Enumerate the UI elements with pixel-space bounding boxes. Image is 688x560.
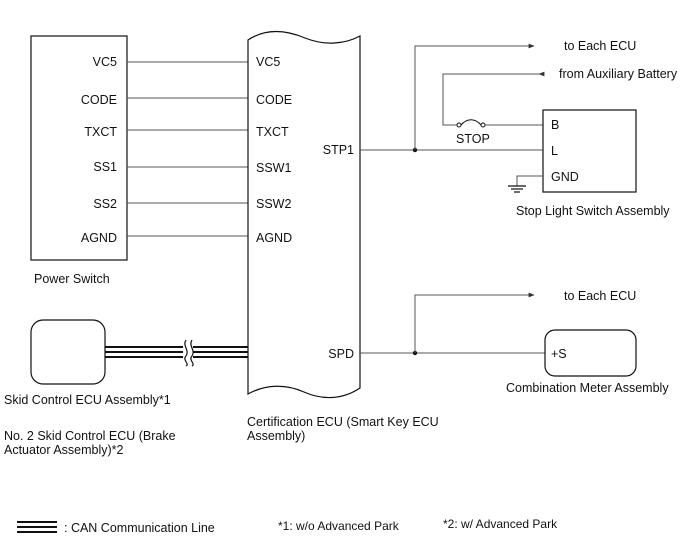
- cert-ecu-pin-spd: SPD: [328, 347, 354, 361]
- cert-ecu-title: Certification ECU (Smart Key ECU Assembl…: [247, 415, 442, 443]
- stop-light-switch-title: Stop Light Switch Assembly: [516, 204, 670, 218]
- wire-spd-to-ecu: [414, 292, 535, 353]
- cert-ecu-pin-stp1: STP1: [323, 143, 354, 157]
- combination-meter-pin-s: +S: [551, 347, 567, 361]
- note-2: *2: w/ Advanced Park: [443, 517, 558, 531]
- power-switch-pin-vc5: VC5: [93, 55, 117, 69]
- cert-ecu-title-text: Certification ECU (Smart Key ECU: [247, 415, 439, 429]
- stp1-to-each-ecu: to Each ECU: [564, 39, 636, 53]
- ground-icon: [508, 185, 526, 193]
- fuse-terminal-left: [456, 122, 462, 128]
- cert-ecu-pin-code: CODE: [256, 93, 292, 107]
- skid-control-title-1: Skid Control ECU Assembly*1: [4, 393, 171, 407]
- wire-gnd: [516, 175, 543, 186]
- fuse-terminal-right: [480, 122, 486, 128]
- skid-control-title-2-line1: No. 2 Skid Control ECU (Brake: [4, 429, 176, 443]
- cert-ecu-pin-agnd: AGND: [256, 231, 292, 245]
- wire-stp1-to-ecu: [414, 43, 535, 150]
- skid-control-title-2-line2: Actuator Assembly)*2: [4, 443, 124, 457]
- fuse-label-stop: STOP: [456, 132, 490, 146]
- from-aux-battery-label: from Auxiliary Battery: [559, 67, 678, 81]
- cert-ecu-pin-txct: TXCT: [256, 125, 289, 139]
- power-switch-pin-code: CODE: [81, 93, 117, 107]
- wire-aux-battery: [442, 71, 545, 126]
- note-1: *1: w/o Advanced Park: [278, 519, 400, 533]
- power-switch-title: Power Switch: [34, 272, 110, 286]
- power-switch-box: [30, 35, 128, 261]
- power-switch-pin-agnd: AGND: [81, 231, 117, 245]
- stop-light-switch-box: [542, 109, 637, 193]
- can-line-legend-label: : CAN Communication Line: [64, 521, 215, 535]
- skid-control-ecu-box: [30, 319, 106, 385]
- power-switch-pin-txct: TXCT: [84, 125, 117, 139]
- certification-ecu-box: [247, 30, 361, 399]
- cert-ecu-pin-ssw1: SSW1: [256, 161, 291, 175]
- power-switch-pin-ss2: SS2: [93, 197, 117, 211]
- fuse-symbol: [460, 119, 482, 126]
- power-switch-pin-ss1: SS1: [93, 160, 117, 174]
- cert-ecu-title-text-line2: Assembly): [247, 429, 305, 443]
- can-bus-lines: [105, 339, 248, 367]
- can-line-legend-icon: [17, 521, 57, 533]
- combination-meter-title: Combination Meter Assembly: [506, 381, 669, 395]
- stop-light-pin-b: B: [551, 118, 559, 132]
- stop-light-pin-gnd: GND: [551, 170, 579, 184]
- cert-ecu-pin-ssw2: SSW2: [256, 197, 291, 211]
- combination-meter-box: [544, 329, 637, 377]
- stop-light-pin-l: L: [551, 144, 558, 158]
- cert-ecu-pin-vc5: VC5: [256, 55, 280, 69]
- spd-to-each-ecu: to Each ECU: [564, 289, 636, 303]
